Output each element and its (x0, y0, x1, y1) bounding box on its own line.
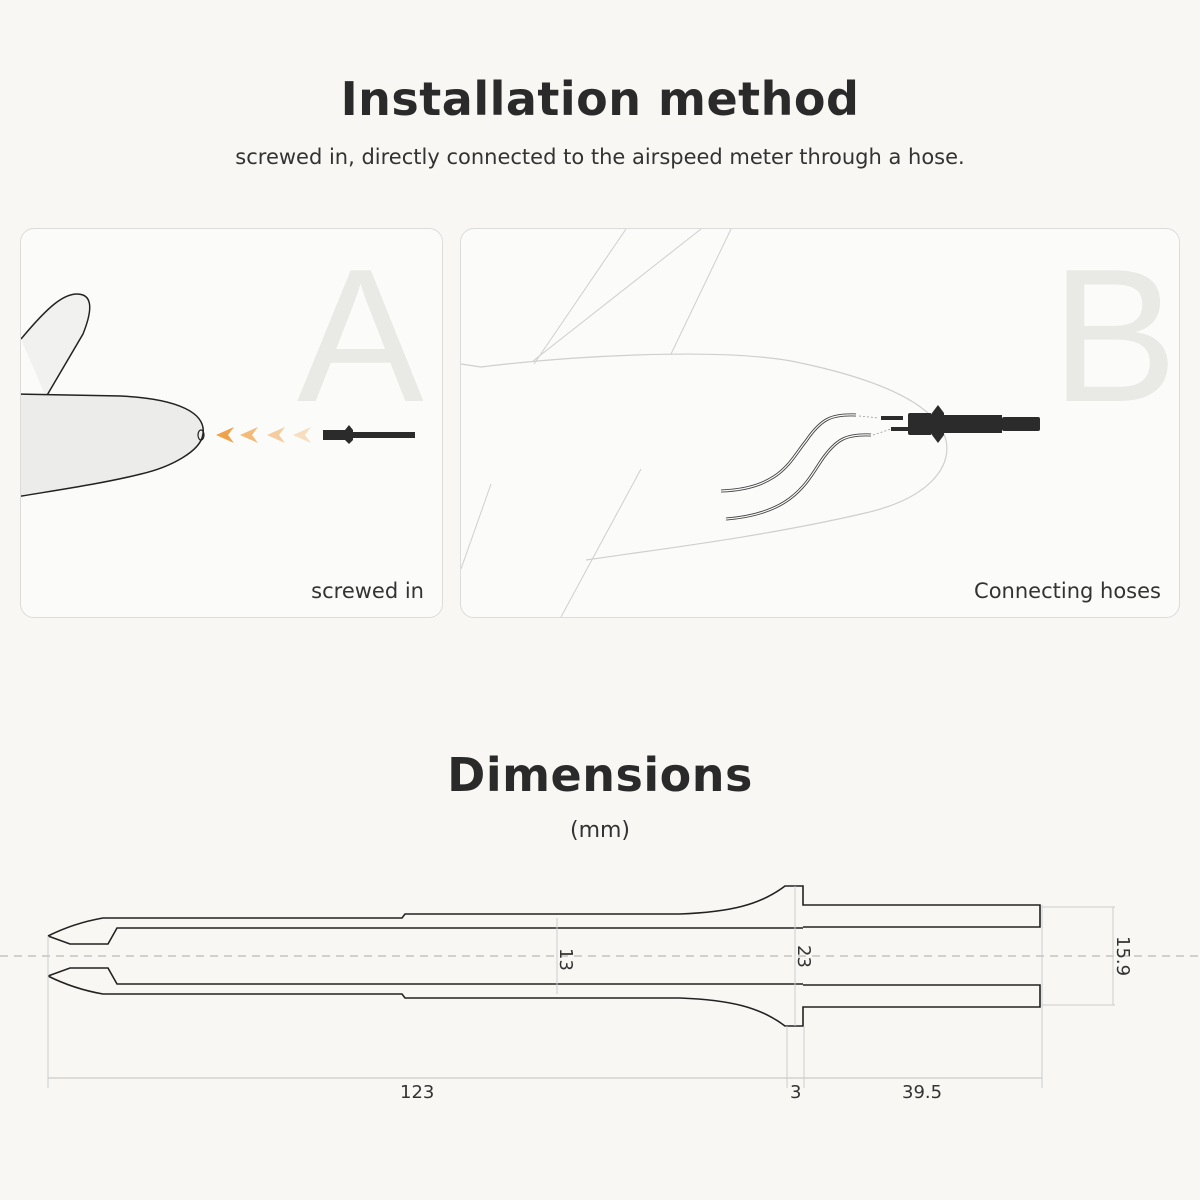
pitot-probe-icon (323, 425, 415, 444)
hoses-icon (720, 413, 892, 521)
panel-b-caption: Connecting hoses (974, 579, 1161, 603)
pitot-probe-icon (881, 405, 1040, 443)
dim-inner-diameter: 13 (555, 948, 576, 971)
installation-subtitle: screwed in, directly connected to the ai… (235, 145, 965, 169)
aircraft-nose-illustration (21, 293, 415, 497)
panel-a-screwed-in: A screwed in (20, 228, 443, 618)
panel-b-letter: B (1051, 230, 1178, 442)
aircraft-hoses-illustration (461, 229, 1040, 617)
probe-dimension-drawing: 13 23 15.9 123 3 39.5 (0, 885, 1200, 1103)
dimensions-unit: (mm) (569, 818, 631, 843)
dim-length-main: 123 (400, 1082, 434, 1103)
panel-a-letter: A (297, 230, 424, 442)
panel-a-caption: screwed in (311, 579, 424, 603)
insertion-arrows-icon (216, 427, 311, 443)
dim-flange-diameter: 23 (793, 945, 814, 968)
installation-title: Installation method (340, 72, 860, 126)
panel-b-connecting-hoses: B Connecting hoses (460, 228, 1180, 618)
dim-length-end: 39.5 (902, 1082, 942, 1103)
dim-length-flange: 3 (790, 1082, 801, 1103)
dim-end-diameter: 15.9 (1112, 936, 1133, 976)
dimensions-title: Dimensions (447, 748, 753, 802)
